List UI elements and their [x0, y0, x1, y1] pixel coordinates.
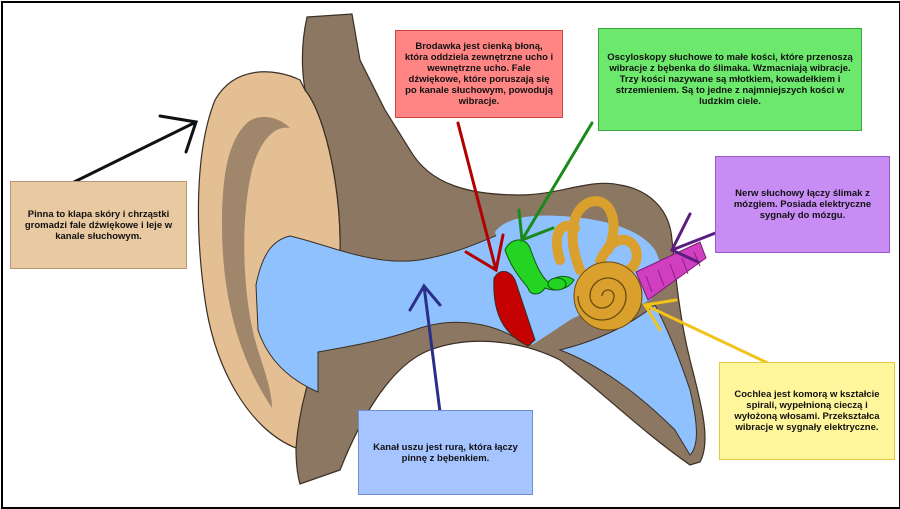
callout-ossicles-text: Oscyloskopy słuchowe to małe kości, któr…	[607, 52, 853, 107]
callout-ossicles: Oscyloskopy słuchowe to małe kości, któr…	[598, 28, 862, 131]
arrow-nerve	[669, 212, 720, 264]
callout-eardrum: Brodawka jest cienką błoną, która oddzie…	[395, 30, 563, 118]
callout-cochlea-text: Cochlea jest komorą w kształcie spirali,…	[734, 389, 880, 433]
callout-ear-canal-text: Kanał uszu jest rurą, która łączy pinnę …	[373, 441, 518, 464]
callout-auditory-nerve-text: Nerw słuchowy łączy ślimak z mózgiem. Po…	[733, 188, 872, 221]
arrow-eardrum	[456, 121, 505, 273]
stapes	[547, 277, 567, 291]
eardrum	[493, 271, 536, 347]
arrow-ossicles	[517, 121, 594, 243]
arrow-pinna	[66, 114, 198, 187]
callout-ear-canal: Kanał uszu jest rurą, która łączy pinnę …	[358, 410, 533, 495]
arrow-cochlea	[642, 298, 774, 367]
callout-cochlea: Cochlea jest komorą w kształcie spirali,…	[719, 362, 895, 460]
cochlea	[573, 261, 643, 331]
callout-pinna-text: Pinna to klapa skóry i chrząstki gromadz…	[24, 208, 173, 242]
pinna-fold	[222, 116, 290, 409]
callout-auditory-nerve: Nerw słuchowy łączy ślimak z mózgiem. Po…	[715, 156, 890, 253]
callout-pinna: Pinna to klapa skóry i chrząstki gromadz…	[10, 181, 187, 269]
arrow-canal	[408, 283, 442, 414]
callout-eardrum-text: Brodawka jest cienką błoną, która oddzie…	[404, 41, 554, 107]
auditory-nerve-stripes	[645, 251, 701, 293]
